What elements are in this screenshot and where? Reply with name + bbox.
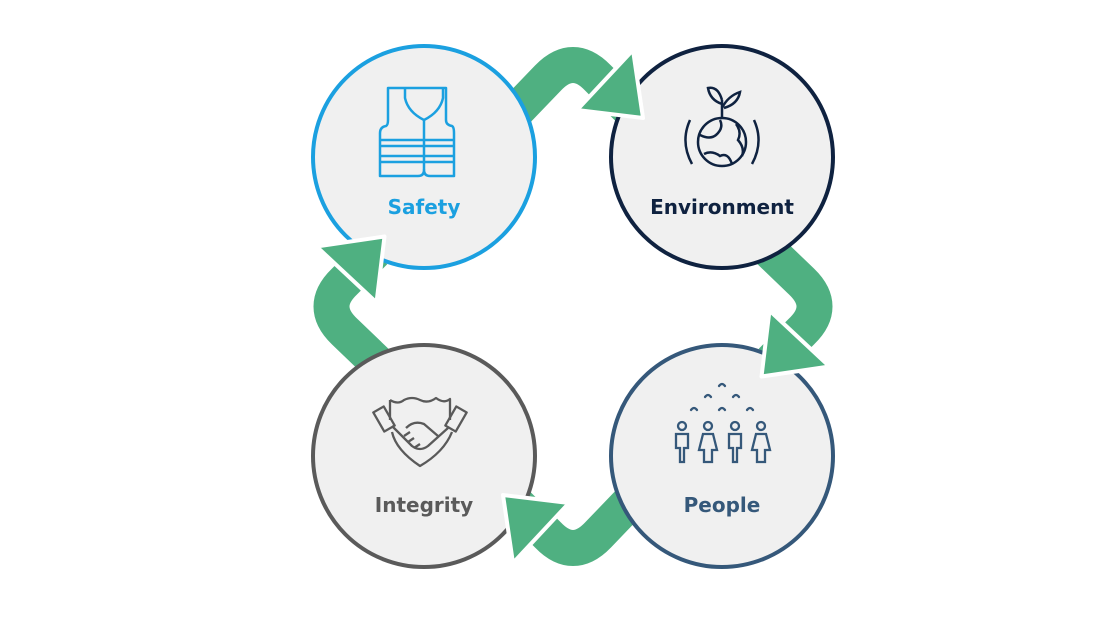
node-people: People bbox=[609, 343, 835, 569]
node-label-environment: Environment bbox=[650, 195, 794, 219]
handshake-shield-icon bbox=[372, 396, 468, 468]
node-safety: Safety bbox=[311, 44, 537, 270]
node-integrity: Integrity bbox=[311, 343, 537, 569]
node-environment: Environment bbox=[609, 44, 835, 270]
node-label-safety: Safety bbox=[388, 195, 461, 219]
globe-sprout-icon bbox=[684, 86, 760, 168]
node-label-people: People bbox=[684, 493, 761, 517]
people-group-icon bbox=[674, 382, 772, 464]
node-label-integrity: Integrity bbox=[375, 493, 473, 517]
safety-vest-icon bbox=[378, 86, 456, 178]
